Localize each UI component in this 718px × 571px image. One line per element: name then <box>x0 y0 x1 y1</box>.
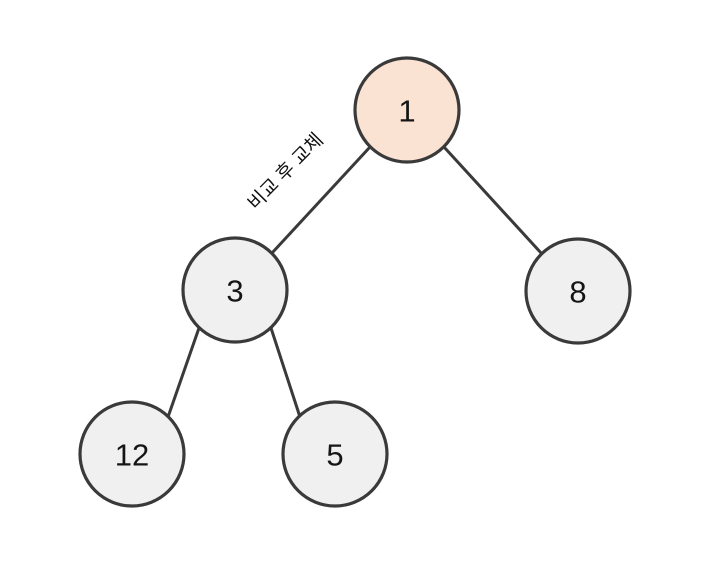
tree-node-5[interactable]: 5 <box>281 400 389 508</box>
edge-label-group: 비교 후 교체 <box>244 129 328 214</box>
node-label-3: 3 <box>226 274 243 309</box>
tree-node-3[interactable]: 3 <box>181 236 289 344</box>
node-label-12: 12 <box>115 438 149 473</box>
tree-node-12[interactable]: 12 <box>78 400 186 508</box>
node-circle-12[interactable] <box>78 400 186 508</box>
node-group: 1 3 8 12 5 <box>78 56 632 508</box>
edge-root-to-right <box>442 145 544 256</box>
node-circle-5[interactable] <box>281 400 389 508</box>
node-circle-1[interactable] <box>353 56 461 164</box>
edge-label-compare-and-swap: 비교 후 교체 <box>244 129 328 214</box>
edge-group <box>166 145 544 419</box>
tree-node-8[interactable]: 8 <box>524 237 632 345</box>
edge-left-to-leftleft <box>166 326 201 419</box>
edge-left-to-leftright <box>269 326 302 419</box>
node-label-8: 8 <box>569 275 586 310</box>
edge-root-to-left <box>270 145 372 255</box>
node-circle-3[interactable] <box>181 236 289 344</box>
node-label-1: 1 <box>398 94 415 129</box>
node-label-5: 5 <box>326 438 343 473</box>
tree-node-1[interactable]: 1 <box>353 56 461 164</box>
node-circle-8[interactable] <box>524 237 632 345</box>
